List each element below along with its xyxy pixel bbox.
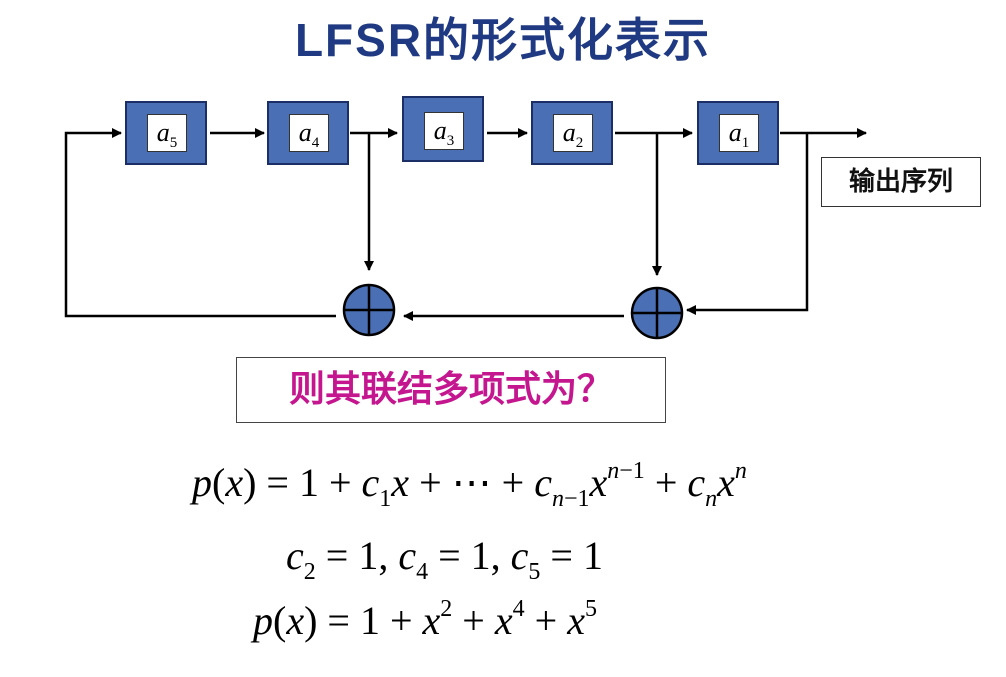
register-var: a — [156, 118, 170, 147]
register-var: a — [562, 118, 576, 147]
feedback-line — [64, 128, 336, 318]
register-index: 2 — [575, 135, 584, 151]
register-index: 3 — [446, 133, 455, 149]
page-title: LFSR的形式化表示 — [294, 14, 712, 66]
question-box: 则其联结多项式为？ — [236, 357, 666, 423]
register-a5: a5 — [125, 101, 207, 165]
formula-general: p(x) = 1 + c1x + ⋯ + cn−1xn−1 + cnxn — [192, 458, 747, 512]
register-a1: a1 — [697, 101, 779, 165]
xor-gate-right — [630, 286, 684, 340]
register-index: 5 — [169, 135, 178, 151]
register-a2: a2 — [531, 101, 613, 165]
xor-gate-left — [342, 283, 396, 337]
output-sequence-label: 输出序列 — [821, 157, 981, 207]
tap-a1 — [686, 133, 809, 315]
formula-result: p(x) = 1 + x2 + x4 + x5 — [253, 596, 597, 643]
formula-coefficients: c2 = 1, c4 = 1, c5 = 1 — [286, 533, 603, 585]
register-a3: a3 — [402, 96, 484, 162]
register-index: 1 — [741, 135, 750, 151]
register-var: a — [433, 116, 447, 145]
register-var: a — [728, 118, 742, 147]
register-var: a — [298, 118, 312, 147]
register-a4: a4 — [267, 101, 349, 165]
register-index: 4 — [311, 135, 320, 151]
